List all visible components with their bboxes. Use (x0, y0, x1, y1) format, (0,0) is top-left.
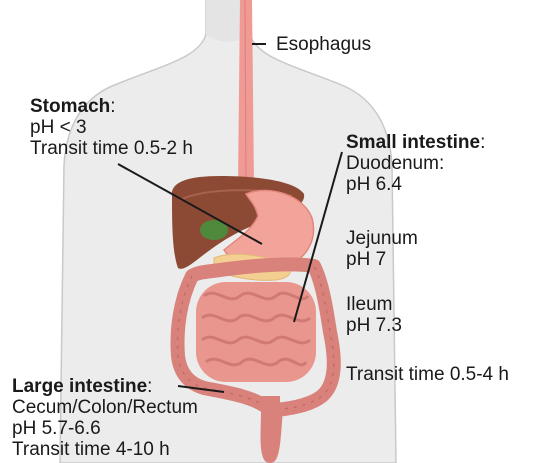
stomach-title: Stomach (30, 96, 110, 117)
stomach-ph: pH < 3 (30, 117, 193, 138)
small-intestine-colon: : (480, 132, 485, 153)
stomach-transit: Transit time 0.5-2 h (30, 138, 193, 159)
jejunum-ph: pH 7 (346, 249, 418, 270)
ileum-ph: pH 7.3 (346, 315, 402, 336)
stomach-label: Stomach: pH < 3 Transit time 0.5-2 h (30, 96, 193, 159)
duodenum-ph: pH 6.4 (346, 174, 485, 195)
jejunum-label: Jejunum pH 7 (346, 228, 418, 270)
large-intestine-colon: : (147, 376, 152, 397)
ileum-name: Ileum (346, 294, 402, 315)
duodenum-name: Duodenum: (346, 153, 485, 174)
large-intestine-ph: pH 5.7-6.6 (12, 418, 198, 439)
ileum-label: Ileum pH 7.3 (346, 294, 402, 336)
esophagus-text: Esophagus (276, 34, 371, 55)
small-intestine-label: Small intestine: Duodenum: pH 6.4 (346, 132, 485, 195)
small-intestine (196, 282, 316, 382)
stomach-colon: : (110, 96, 115, 117)
large-intestine-label: Large intestine: Cecum/Colon/Rectum pH 5… (12, 376, 198, 460)
jejunum-name: Jejunum (346, 228, 418, 249)
esophagus-label: Esophagus (276, 34, 371, 55)
small-intestine-transit-label: Transit time 0.5-4 h (346, 364, 509, 385)
small-intestine-title: Small intestine (346, 132, 480, 153)
small-intestine-transit: Transit time 0.5-4 h (346, 364, 509, 385)
large-intestine-title: Large intestine (12, 376, 147, 397)
large-intestine-segments: Cecum/Colon/Rectum (12, 397, 198, 418)
large-intestine-transit: Transit time 4-10 h (12, 439, 198, 460)
